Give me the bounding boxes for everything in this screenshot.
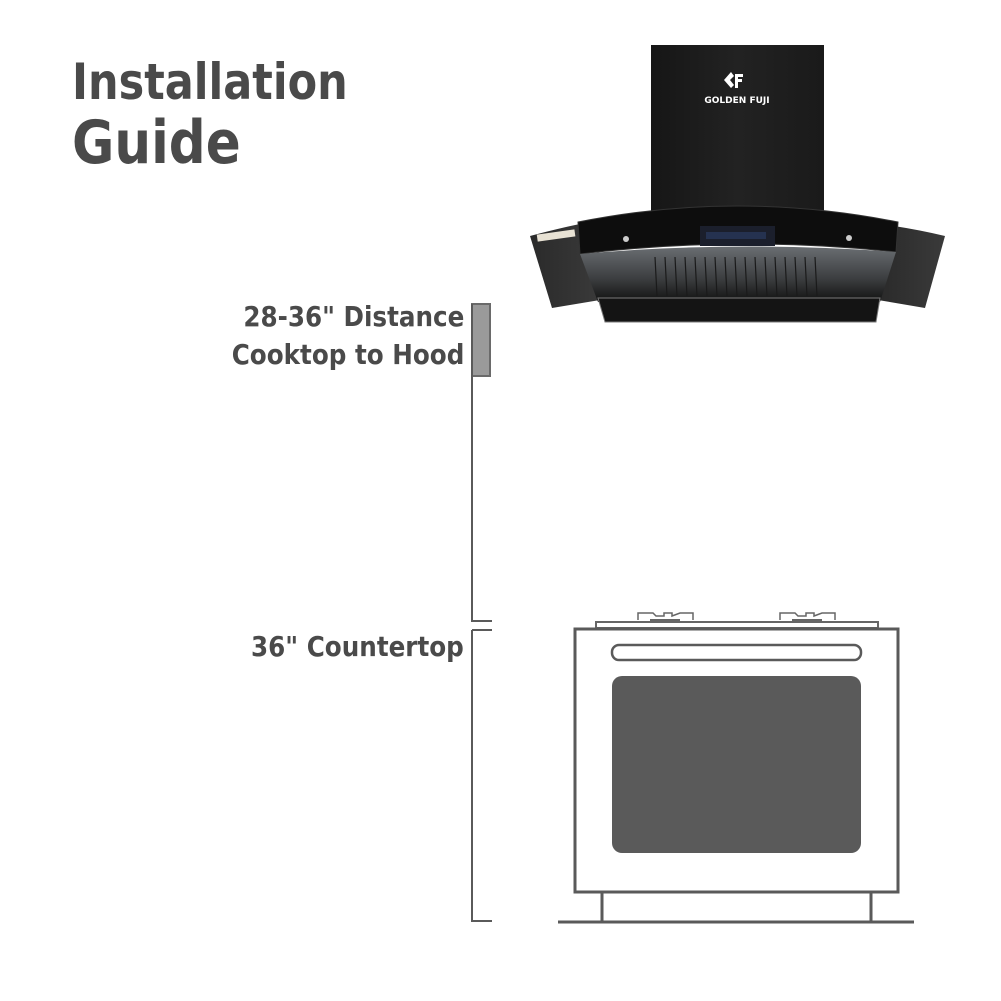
title-line-1: Installation: [72, 53, 348, 111]
oven-range: [558, 612, 914, 924]
countertop-dimension: [471, 629, 492, 922]
title-line-2: Guide: [72, 108, 241, 178]
distance-label-line-1: 28-36" Distance: [242, 300, 464, 333]
distance-dimension: [471, 303, 492, 622]
hood-inner-body: [580, 246, 896, 302]
burner-right-icon: [779, 612, 836, 621]
hood-baffle-filter: [654, 256, 818, 297]
hood-sticker: [536, 229, 576, 242]
oven-window: [612, 676, 861, 853]
cooktop-surface: [595, 621, 879, 629]
hood-button-right-icon[interactable]: [846, 235, 852, 241]
hood-chimney: [651, 45, 824, 220]
range-hood: GOLDEN FUJI: [530, 45, 945, 323]
burner-left-icon: [637, 612, 694, 621]
hood-button-left-icon[interactable]: [623, 236, 629, 242]
distance-label: 28-36" Distance Cooktop to Hood: [231, 298, 464, 374]
brand-name: GOLDEN FUJI: [704, 96, 769, 106]
distance-bar: [471, 303, 491, 377]
countertop-label: 36" Countertop: [251, 630, 464, 663]
distance-label-line-2: Cooktop to Hood: [231, 338, 464, 371]
oven-handle: [610, 643, 863, 662]
brand-logo-icon: [724, 72, 743, 88]
hood-bottom-tray: [597, 297, 881, 323]
